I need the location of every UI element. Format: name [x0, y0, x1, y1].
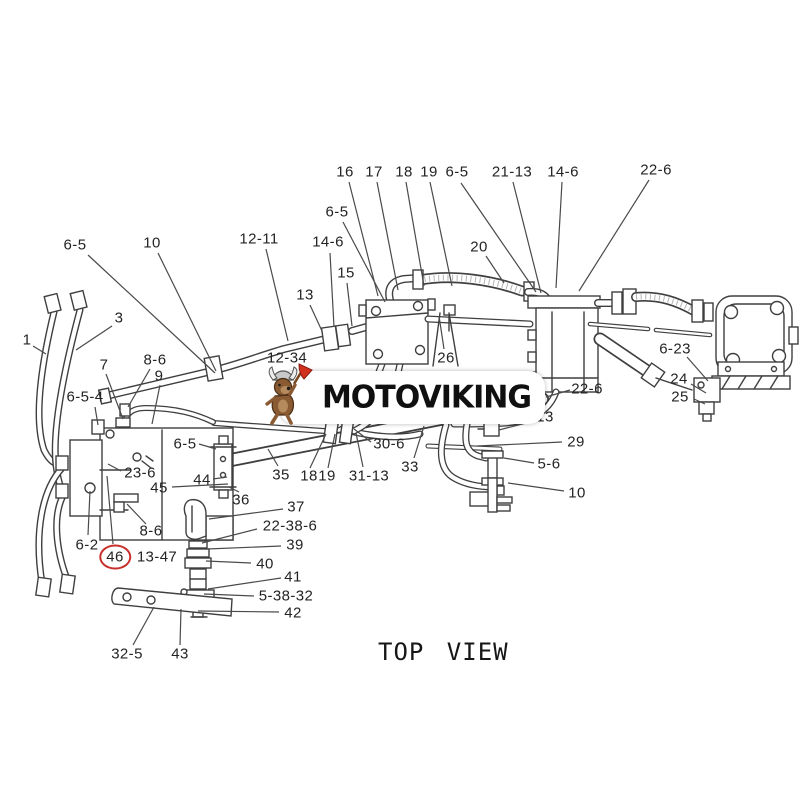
part-label-22-6: 22-6	[571, 380, 603, 398]
part-label-29: 29	[567, 433, 585, 451]
part-label-14-6: 14-6	[312, 233, 344, 251]
part-label-10: 10	[568, 484, 586, 502]
part-label-39: 39	[286, 536, 304, 554]
part-label-25: 25	[671, 388, 689, 406]
part-label-22-6: 22-6	[640, 161, 672, 179]
logo-pill: MOTOVIKING	[279, 371, 545, 424]
part-label-18: 18	[395, 163, 413, 181]
part-label-18: 18	[300, 467, 318, 485]
part-label-6-5: 6-5	[63, 236, 87, 254]
part-label-46: 46	[99, 544, 131, 570]
part-label-22-38-6: 22-38-6	[262, 517, 318, 535]
part-label-9: 9	[154, 367, 164, 385]
part-label-37: 37	[287, 498, 305, 516]
part-label-19: 19	[318, 467, 336, 485]
part-label-21-13: 21-13	[491, 163, 533, 181]
part-label-6-5-4: 6-5-4	[66, 388, 104, 406]
part-label-15: 15	[337, 264, 355, 282]
part-label-19: 19	[420, 163, 438, 181]
part-label-3: 3	[114, 309, 124, 327]
part-label-24: 24	[670, 370, 688, 388]
part-label-6-2: 6-2	[75, 536, 99, 554]
part-label-13-47: 13-47	[136, 548, 178, 566]
part-label-42: 42	[284, 604, 302, 622]
part-label-23-6: 23-6	[124, 464, 156, 482]
part-label-16: 16	[336, 163, 354, 181]
part-label-30-6: 30-6	[373, 435, 405, 453]
part-label-1: 1	[22, 331, 32, 349]
part-label-33: 33	[401, 458, 419, 476]
part-label-12-34: 12-34	[266, 349, 308, 367]
part-label-36: 36	[232, 491, 250, 509]
part-label-35: 35	[272, 466, 290, 484]
part-label-6-5: 6-5	[325, 203, 349, 221]
part-label-10: 10	[143, 234, 161, 252]
logo-text: MOTOVIKING	[321, 379, 532, 416]
part-label-41: 41	[284, 568, 302, 586]
part-label-32-5: 32-5	[111, 645, 143, 663]
part-label-12-11: 12-11	[239, 230, 279, 248]
part-label-26: 26	[437, 349, 455, 367]
part-label-6-5: 6-5	[173, 435, 197, 453]
part-label-14-6: 14-6	[547, 163, 579, 181]
part-label-5-38-32: 5-38-32	[258, 587, 314, 605]
view-caption: TOP VIEW	[378, 638, 509, 666]
part-label-8-6: 8-6	[139, 522, 163, 540]
part-label-45: 45	[150, 479, 168, 497]
part-label-17: 17	[365, 163, 383, 181]
part-label-31-13: 31-13	[348, 467, 390, 485]
viking-dog-mascot-icon	[265, 363, 313, 425]
part-label-43: 43	[171, 645, 189, 663]
part-label-20: 20	[470, 238, 488, 256]
part-label-6-5: 6-5	[445, 163, 469, 181]
part-label-6-23: 6-23	[659, 340, 691, 358]
part-label-13: 13	[296, 286, 314, 304]
part-label-8-6: 8-6	[143, 351, 167, 369]
part-label-44: 44	[193, 471, 211, 489]
part-label-5-6: 5-6	[537, 455, 561, 473]
part-label-7: 7	[99, 356, 109, 374]
part-label-40: 40	[256, 555, 274, 573]
